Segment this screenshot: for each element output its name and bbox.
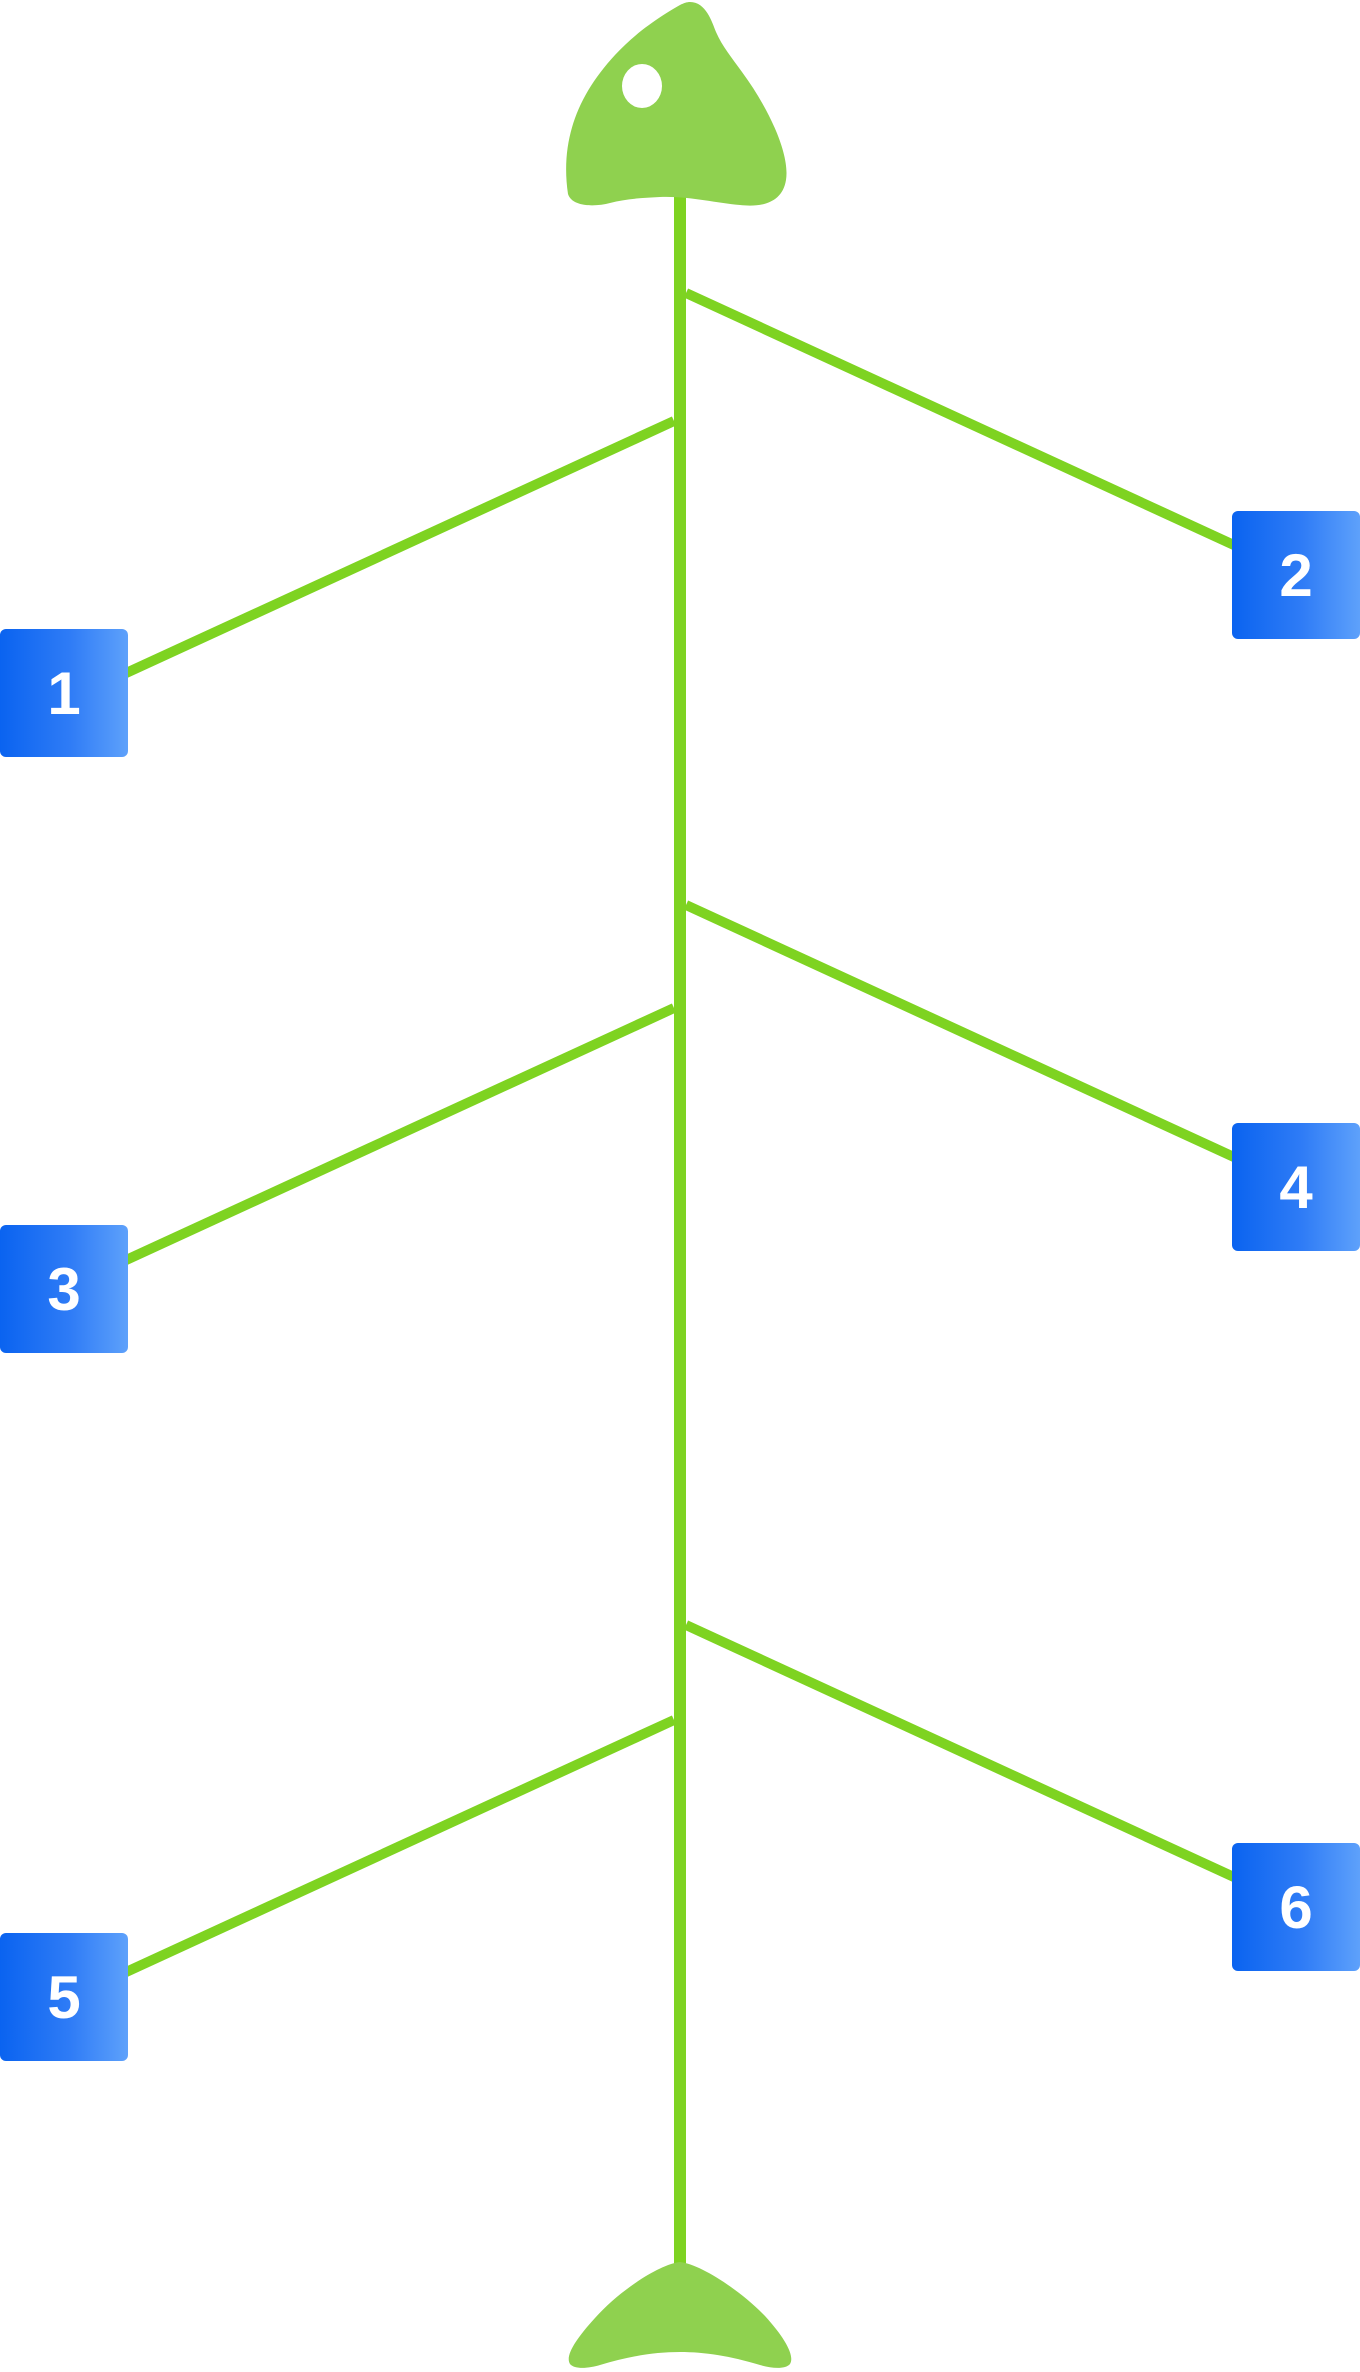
marker-3-label: 3 xyxy=(47,1255,81,1323)
rib-4 xyxy=(683,900,1239,1163)
marker-2: 2 xyxy=(1232,511,1360,639)
rib-2 xyxy=(683,288,1239,551)
fish-eye xyxy=(622,64,662,108)
rib-1 xyxy=(121,416,677,679)
rib-6 xyxy=(683,1620,1239,1883)
rib-5 xyxy=(121,1715,677,1978)
marker-4: 4 xyxy=(1232,1123,1360,1251)
marker-2-label: 2 xyxy=(1279,541,1313,609)
marker-3: 3 xyxy=(0,1225,128,1353)
marker-5: 5 xyxy=(0,1933,128,2061)
rib-3 xyxy=(121,1003,677,1266)
marker-1: 1 xyxy=(0,629,128,757)
marker-4-label: 4 xyxy=(1279,1153,1313,1221)
fish-head xyxy=(566,2,787,206)
marker-6: 6 xyxy=(1232,1843,1360,1971)
marker-5-label: 5 xyxy=(47,1963,81,2031)
marker-1-label: 1 xyxy=(47,659,81,727)
fish-tail xyxy=(568,2262,792,2368)
marker-6-label: 6 xyxy=(1279,1873,1313,1941)
